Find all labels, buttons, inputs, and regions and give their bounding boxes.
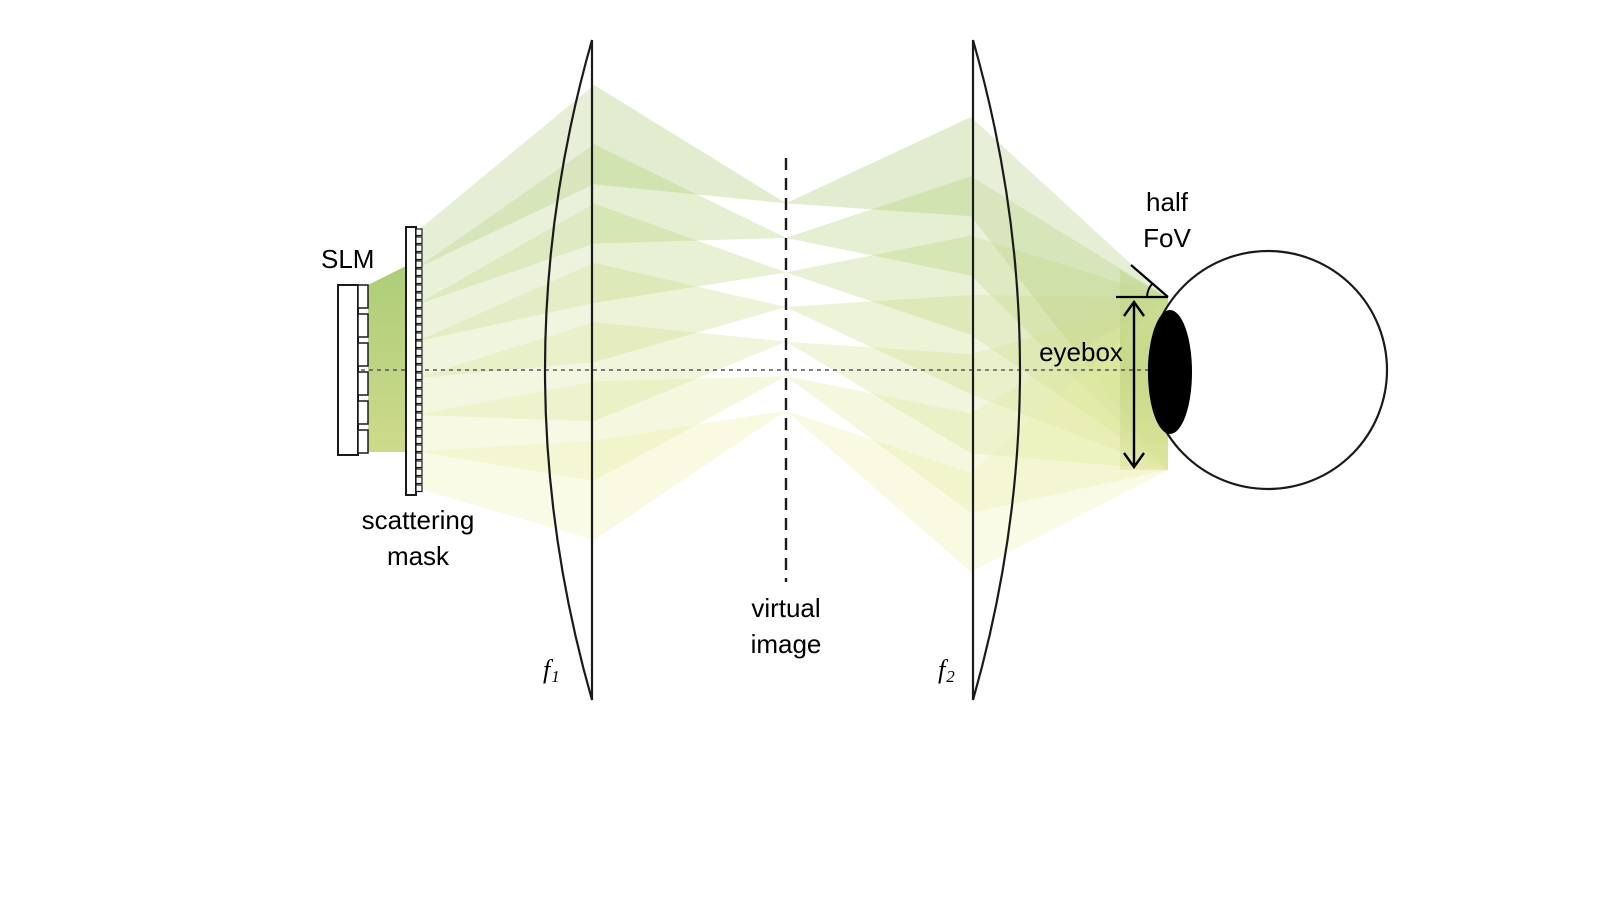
lens-f2-label: f2: [938, 655, 955, 686]
beam-collimated-right-0: [971, 117, 1168, 470]
beam-diverge-right-1: [786, 176, 971, 276]
mask-cell: [415, 484, 423, 493]
mask-cell: [415, 332, 423, 341]
half-fov-label-line1: half: [1146, 187, 1189, 217]
mask-cell: [415, 452, 423, 461]
beam-converge-left-6: [594, 410, 786, 540]
mask-cell: [415, 228, 423, 237]
beam-converge-left-2: [594, 203, 786, 303]
slm-label: SLM: [321, 244, 374, 274]
slm: [337, 284, 369, 456]
mask-cell: [415, 276, 423, 285]
pupil: [1148, 310, 1192, 434]
beam-fan-left-1: [416, 144, 594, 306]
beam-collimated-right-1: [971, 176, 1168, 471]
eyebox-beam: [1120, 270, 1168, 470]
mask-cell: [415, 308, 423, 317]
beam-diverge-right-0: [786, 117, 971, 217]
mask-cell: [415, 292, 423, 301]
beam-fan-left-5: [416, 381, 594, 481]
mask-cell: [415, 404, 423, 413]
mask-cell: [415, 356, 423, 365]
mask-cell: [415, 364, 423, 373]
mask-cell: [415, 340, 423, 349]
mask-cell: [415, 396, 423, 405]
mask-cell: [415, 268, 423, 277]
mask-cell: [415, 244, 423, 253]
mask-cell: [415, 236, 423, 245]
mask-cell: [415, 420, 423, 429]
lens-f2: [971, 39, 1022, 701]
mask-cell: [415, 348, 423, 357]
beam-diverge-right-2: [786, 235, 971, 335]
scattering-mask-label-line2: mask: [387, 541, 450, 571]
mask-cell: [415, 324, 423, 333]
beam-converge-left-4: [594, 322, 786, 422]
eyebox-arrow: [1123, 299, 1145, 470]
half-fov-label-line2: FoV: [1143, 223, 1191, 253]
beam-converge-left-3: [594, 262, 786, 363]
scattering-mask-label-line1: scattering: [362, 505, 475, 535]
mask-cell: [415, 260, 423, 269]
beam-collimated-right-5: [971, 298, 1168, 513]
mask-cell: [415, 372, 423, 381]
beam-fan-left-0: [416, 85, 594, 269]
beam-fan-left-3: [416, 262, 594, 379]
mask-cell: [415, 412, 423, 421]
beam-fan-left-4: [416, 322, 594, 422]
beam-fan-left-2: [416, 203, 594, 342]
beam-collimated-right-2: [971, 235, 1168, 470]
beam-converge-left-1: [594, 144, 786, 244]
mask-cell: [415, 252, 423, 261]
mask-cell: [415, 436, 423, 445]
beam-diverge-right-5: [786, 376, 971, 513]
virtual-image-label-line1: virtual: [751, 593, 820, 623]
beam-bundle-right: [786, 117, 1168, 572]
lens-f1: [543, 39, 594, 701]
mask-cell: [415, 476, 423, 485]
mask-cell: [415, 300, 423, 309]
half-fov-angle-marker: [1116, 264, 1169, 299]
mask-cell: [415, 460, 423, 469]
mask-cell: [415, 444, 423, 453]
virtual-image-label-line2: image: [751, 629, 822, 659]
beam-collimated-right-6: [971, 298, 1168, 572]
beam-converge-left-0: [594, 85, 786, 204]
scattering-mask: [405, 226, 423, 496]
beam-diverge-right-6: [786, 410, 971, 572]
eyebox-label: eyebox: [1039, 337, 1123, 367]
mask-cell: [415, 388, 423, 397]
mask-cell: [415, 468, 423, 477]
mask-cell: [415, 284, 423, 293]
mask-cell: [415, 428, 423, 437]
mask-cell: [415, 380, 423, 389]
beam-bundle-left: [416, 85, 786, 540]
mask-cell: [415, 316, 423, 325]
slm-illumination: [368, 266, 406, 452]
lens-f1-label: f1: [543, 655, 560, 686]
beam-converge-left-5: [594, 376, 786, 481]
